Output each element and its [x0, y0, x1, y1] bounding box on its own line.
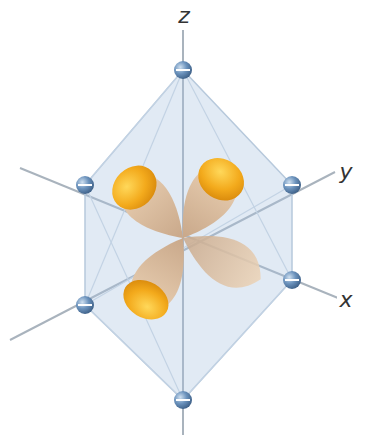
axis-label: x: [337, 289, 354, 311]
orbital-lobes: [103, 149, 271, 327]
octahedron: [85, 70, 292, 400]
ligand-spheres: [76, 61, 301, 409]
axes: [10, 30, 338, 435]
axis-label: z: [176, 5, 192, 27]
axis-label: y: [337, 161, 354, 183]
ligand-highlights: [78, 70, 299, 400]
octahedron-edges: [85, 70, 292, 400]
